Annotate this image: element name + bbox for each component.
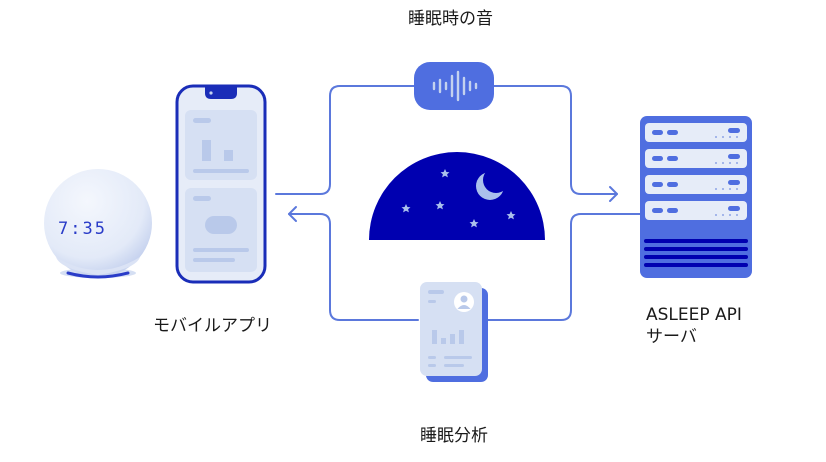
sound-wave-pill: [414, 62, 494, 110]
sound-wave-icon: [414, 62, 494, 110]
clock-display: 7:35: [58, 219, 107, 239]
server-label: ASLEEP API サーバ: [646, 304, 742, 348]
sleep-analysis-card: [418, 280, 490, 384]
moon-icon: [476, 167, 509, 200]
server-label-line1: ASLEEP API: [646, 305, 742, 325]
user-avatar-icon: [454, 292, 474, 312]
sleep-analysis-label: 睡眠分析: [420, 426, 488, 446]
mobile-app-label: モバイルアプリ: [153, 316, 272, 336]
sleep-sound-label: 睡眠時の音: [408, 9, 493, 29]
server-vent: [644, 239, 748, 267]
mobile-phone: [175, 84, 267, 284]
api-server-rack: [640, 116, 752, 278]
server-label-line2: サーバ: [646, 327, 697, 347]
server-units: [645, 123, 747, 220]
star-icons: [401, 169, 516, 228]
smart-speaker-device: 7:35: [38, 165, 158, 285]
night-sky-dome: [366, 148, 548, 240]
